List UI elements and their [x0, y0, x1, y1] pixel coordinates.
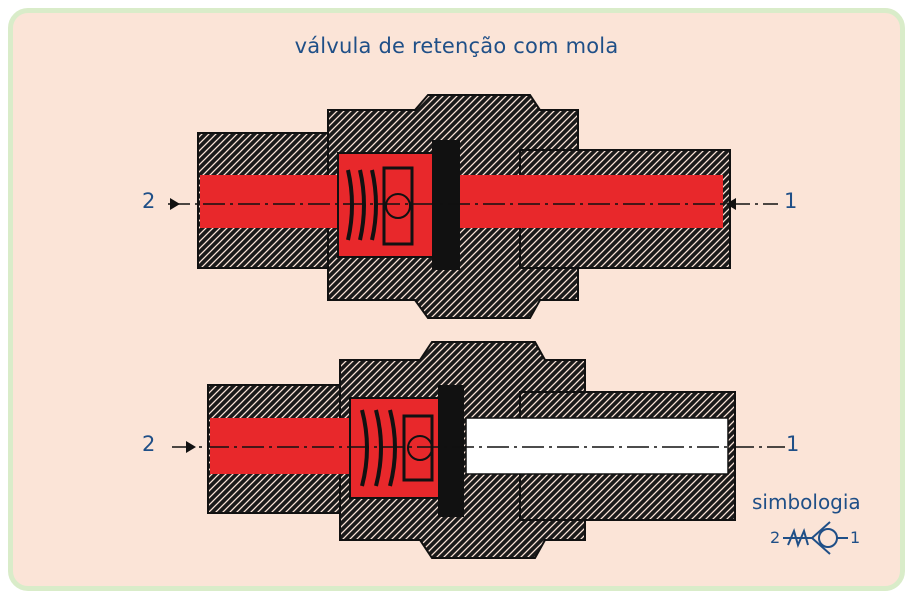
symbol-port-left-label: 2 — [770, 528, 781, 547]
valve-open-port-left-label: 2 — [142, 189, 156, 213]
valve-closed-poppet — [402, 414, 434, 482]
valve-closed-poppet-ball — [407, 435, 433, 461]
valve-open-poppet-ball — [385, 193, 411, 219]
valve-closed-port-left-label: 2 — [142, 432, 156, 456]
valve-open-port-right-label: 1 — [784, 189, 798, 213]
valve-open-flow-channel — [200, 175, 723, 228]
valve-closed — [172, 341, 785, 559]
valve-open-spring — [346, 169, 378, 241]
valve-open-arrow-right — [726, 198, 736, 210]
valve-closed-red-inlet — [210, 418, 350, 474]
valve-closed-arrow-left — [186, 441, 196, 453]
valve-closed-white-outlet — [465, 417, 729, 475]
symbol-port-right-label: 1 — [850, 528, 861, 547]
valve-open-poppet — [382, 166, 414, 246]
symbology-heading: simbologia — [752, 490, 861, 514]
valve-open-arrow-left — [170, 198, 180, 210]
valve-open — [168, 94, 778, 319]
valve-closed-seat — [438, 385, 464, 517]
valve-closed-spring — [360, 409, 397, 487]
check-valve-symbol — [783, 521, 848, 555]
diagram-title: válvula de retenção com mola — [294, 34, 619, 58]
valve-open-seat — [432, 140, 460, 270]
valve-closed-port-right-label: 1 — [786, 432, 800, 456]
